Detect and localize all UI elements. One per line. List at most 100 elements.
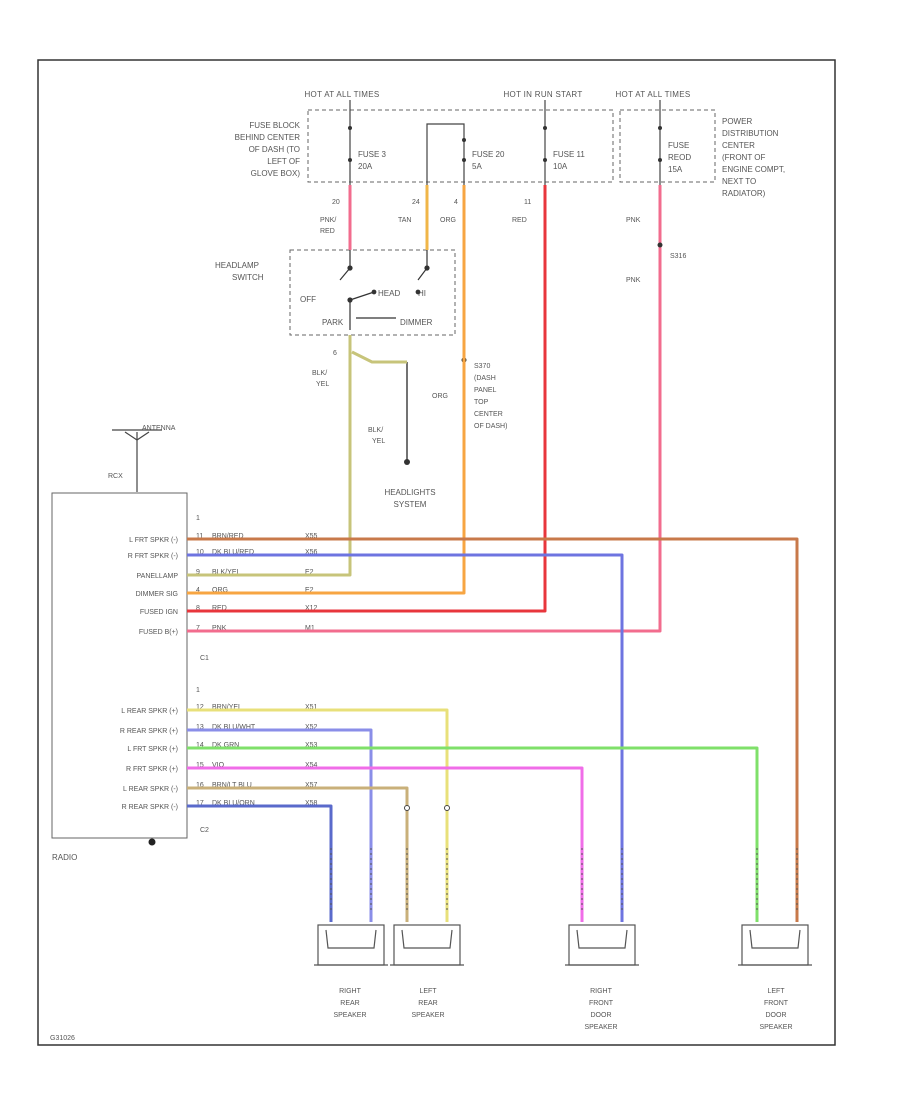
radio-c2-pin-5: 17: [196, 800, 204, 807]
radio-c1-label-3: DIMMER SIG: [136, 591, 178, 598]
radio-c2-label-3: R FRT SPKR (+): [126, 766, 178, 773]
svg-text:REAR: REAR: [418, 1000, 437, 1007]
radio-c1-color-5: PNK: [212, 625, 227, 632]
radio-c1-color-0: BRN/RED: [212, 533, 244, 540]
speaker-right-front: [565, 924, 639, 966]
svg-text:REAR: REAR: [340, 1000, 359, 1007]
svg-text:FRONT: FRONT: [589, 1000, 614, 1007]
radio-c1-label-5: FUSED B(+): [139, 629, 178, 636]
radio-c1-circuit-0: X55: [305, 533, 318, 540]
radio-c2-label-4: L REAR SPKR (-): [123, 786, 178, 793]
speaker-left-front: [738, 924, 812, 966]
radio-ground-dot: [148, 838, 156, 846]
svg-text:5A: 5A: [472, 162, 482, 171]
radio-c1-circuit-5: M1: [305, 625, 315, 632]
svg-text:(FRONT OF: (FRONT OF: [722, 153, 766, 162]
svg-text:DOOR: DOOR: [591, 1012, 612, 1019]
radio-c1-label-0: L FRT SPKR (-): [129, 537, 178, 544]
fuse-block-note: FUSE BLOCK BEHIND CENTER OF DASH (TO LEF…: [235, 121, 301, 178]
speaker-rr-label: RIGHT: [339, 988, 362, 995]
radio-c2-color-5: DK BLU/ORN: [212, 800, 255, 807]
w5-color-b: PNK: [626, 277, 641, 284]
headlamp-switch-box: [289, 249, 456, 336]
radio-c1-pin-2: 9: [196, 569, 200, 576]
svg-text:YEL: YEL: [372, 438, 385, 445]
svg-text:FRONT: FRONT: [764, 1000, 789, 1007]
w2-color: TAN: [398, 217, 411, 224]
footer-code: G31026: [50, 1035, 75, 1042]
w5-splice: S316: [670, 253, 686, 260]
radio-c1-color-1: DK BLU/RED: [212, 549, 254, 556]
wire-org-fuse20: [187, 185, 466, 595]
radio-c2-pin-1: 13: [196, 724, 204, 731]
label-hot-at-all-times-2: HOT AT ALL TIMES: [615, 90, 690, 99]
radio-c1-pin-0: 11: [196, 533, 203, 540]
radio-c1-circuit-4: X12: [305, 605, 318, 612]
headlamp-park: PARK: [322, 318, 344, 327]
radio-c2-color-4: BRN/LT BLU: [212, 782, 252, 789]
headlights-ground-dot: [404, 459, 410, 465]
svg-text:OF DASH (TO: OF DASH (TO: [249, 145, 300, 154]
svg-text:CENTER: CENTER: [722, 141, 755, 150]
svg-text:SYSTEM: SYSTEM: [394, 500, 427, 509]
svg-text:FUSE: FUSE: [668, 141, 689, 150]
headlamp-title: HEADLAMP: [215, 261, 259, 270]
svg-text:TOP: TOP: [474, 399, 489, 406]
fuse-pdc: FUSE REOD 15A: [658, 100, 691, 185]
radio-c2-label-0: L REAR SPKR (+): [121, 708, 178, 715]
wire-dkblu-orn-rr: [187, 804, 333, 870]
svg-text:SPEAKER: SPEAKER: [333, 1012, 366, 1019]
antenna-label: ANTENNA: [142, 425, 176, 432]
svg-text:GLOVE BOX): GLOVE BOX): [251, 169, 301, 178]
radio-c1-label-2: PANELLAMP: [137, 573, 179, 580]
radio-c1-pin-1: 10: [196, 549, 204, 556]
antenna-icon: [112, 429, 162, 492]
radio-c2-color-3: VIO: [212, 762, 225, 769]
radio-c1-circuit-1: X56: [305, 549, 318, 556]
radio-c1-circuit-2: E2: [305, 569, 314, 576]
svg-text:SPEAKER: SPEAKER: [584, 1024, 617, 1031]
w3-pin: 4: [454, 199, 458, 206]
headlamp-head: HEAD: [378, 289, 400, 298]
headlamp-switch-contacts: [339, 250, 430, 330]
w3-color: ORG: [440, 217, 456, 224]
pdc-box: [619, 109, 716, 183]
svg-text:FUSE 11: FUSE 11: [553, 150, 585, 159]
radio-c1-top: 1: [196, 515, 200, 522]
svg-text:REOD: REOD: [668, 153, 691, 162]
antenna-jack: RCX: [108, 473, 123, 480]
splice-note: (DASH PANEL TOP CENTER OF DASH): [474, 375, 507, 430]
w1-color: PNK/: [320, 217, 336, 224]
radio-c2-pin-4: 16: [196, 782, 204, 789]
speaker-rf-label: RIGHT: [590, 988, 613, 995]
speaker-lr-label: LEFT: [419, 988, 437, 995]
radio-c2-pin-0: 12: [196, 704, 204, 711]
svg-text:BEHIND CENTER: BEHIND CENTER: [235, 133, 301, 142]
svg-text:POWER: POWER: [722, 117, 752, 126]
headlamp-wire: BLK/: [312, 370, 327, 377]
svg-text:RED: RED: [320, 228, 335, 235]
radio-c2-label-2: L FRT SPKR (+): [127, 746, 178, 753]
radio-c2-circuit-1: X52: [305, 724, 318, 731]
fuse-11: FUSE 11 10A: [543, 100, 585, 185]
radio-c1-pin-3: 4: [196, 587, 200, 594]
svg-text:(DASH: (DASH: [474, 375, 496, 382]
radio-c2-color-0: BRN/YEL: [212, 704, 242, 711]
svg-text:10A: 10A: [553, 162, 568, 171]
radio-c2-label-1: R REAR SPKR (+): [120, 728, 178, 735]
radio-c2-circuit-0: X51: [305, 704, 318, 711]
wire-pnk-pdc: [187, 185, 662, 633]
wire-dkblu-red-rf-front: [187, 553, 624, 870]
speaker-lf-label: LEFT: [767, 988, 785, 995]
label-hot-in-run-start: HOT IN RUN START: [503, 90, 582, 99]
svg-text:ENGINE COMPT,: ENGINE COMPT,: [722, 165, 785, 174]
svg-text:FUSE 3: FUSE 3: [358, 150, 387, 159]
radio-c2-circuit-2: X53: [305, 742, 318, 749]
radio-group-2: L REAR SPKR (+) 12 BRN/YEL X51 R REAR SPKR (…: [120, 704, 318, 811]
w5-color-a: PNK: [626, 217, 641, 224]
svg-text:20A: 20A: [358, 162, 373, 171]
pdc-note: POWER DISTRIBUTION CENTER (FRONT OF ENGI…: [722, 117, 785, 198]
svg-text:PANEL: PANEL: [474, 387, 497, 394]
svg-text:15A: 15A: [668, 165, 683, 174]
